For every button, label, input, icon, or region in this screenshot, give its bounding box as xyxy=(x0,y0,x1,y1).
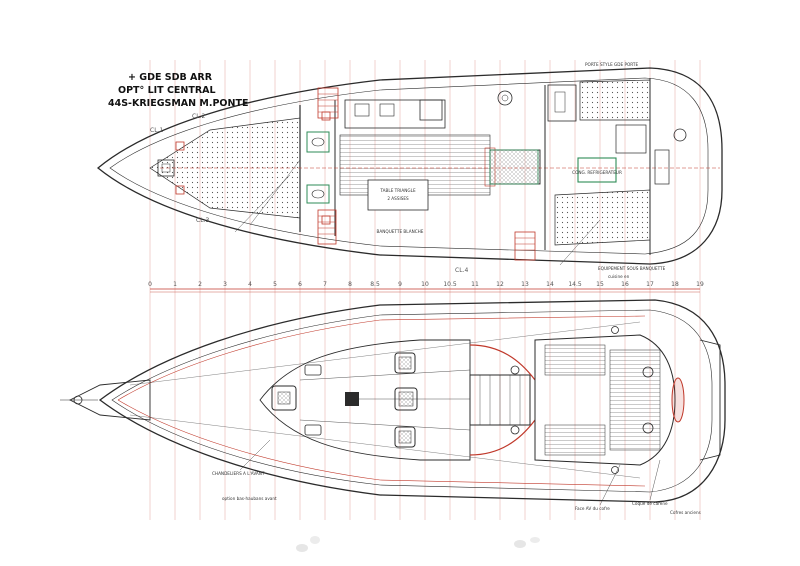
saloon-table xyxy=(367,179,429,211)
winches xyxy=(510,326,619,474)
station-label: 14 xyxy=(546,281,554,288)
station-label: 17 xyxy=(646,281,654,288)
fridge xyxy=(577,157,617,183)
deck-plan: option bas-haubans avant CHANDELIERS A L… xyxy=(60,299,726,515)
table-label: TABLE TRIANGLE xyxy=(379,188,416,193)
engine-box xyxy=(489,149,541,185)
deck-hull-outline xyxy=(98,299,726,503)
station-label: 1 xyxy=(173,281,177,288)
station-label: 13 xyxy=(521,281,529,288)
station-label: 6 xyxy=(298,281,302,288)
drawing-title: 44S-KRIEGSMAN M.PONTE OPT° LIT CENTRAL +… xyxy=(108,72,248,109)
galley-sink xyxy=(497,90,513,106)
deck-annotation-left2: CHANDELIERS A L'AVANT xyxy=(212,471,265,476)
aft-cabin-lower xyxy=(554,189,651,246)
station-label: 8 xyxy=(348,281,352,288)
station-label: 19 xyxy=(696,281,704,288)
station-label: 4 xyxy=(248,281,252,288)
fridge-label: CONG. REFRIGERATEUR xyxy=(572,170,622,175)
station-label: 10 xyxy=(421,281,429,288)
forward-heads xyxy=(306,131,330,153)
cl1-label: CL.1 xyxy=(150,127,163,134)
svg-text:OPT° LIT CENTRAL: OPT° LIT CENTRAL xyxy=(118,85,216,96)
svg-text:+ GDE SDB ARR: + GDE SDB ARR xyxy=(128,72,213,83)
station-label: 3 xyxy=(223,281,227,288)
station-label: 9 xyxy=(398,281,402,288)
aft-cabin-upper xyxy=(579,79,651,121)
galley-counter xyxy=(344,99,446,129)
station-label: 2 xyxy=(198,281,202,288)
station-label: 15 xyxy=(596,281,604,288)
cuisine-label: cuisine en xyxy=(608,274,630,279)
interior-hull-outline xyxy=(96,67,723,265)
cl4-label: CL.4 xyxy=(455,267,468,274)
station-label: 14.5 xyxy=(568,281,582,288)
station-label: 12 xyxy=(496,281,504,288)
station-label: 8.5 xyxy=(370,281,380,288)
station-label: 18 xyxy=(671,281,679,288)
seats-label: 2 ASSISES xyxy=(387,196,409,201)
cockpit xyxy=(534,334,676,466)
station-label: 10.5 xyxy=(443,281,457,288)
equipment-label: EQUIPEMENT SOUS BANQUETTE xyxy=(598,266,666,271)
bow-pulpit xyxy=(68,379,151,421)
deck-annotation-right: Coque de carene xyxy=(632,501,668,506)
cl3-label: CL.3 xyxy=(196,217,209,224)
svg-text:44S-KRIEGSMAN M.PONTE: 44S-KRIEGSMAN M.PONTE xyxy=(108,98,248,109)
mast xyxy=(345,392,359,406)
station-label: 0 xyxy=(148,281,152,288)
station-label: 16 xyxy=(621,281,629,288)
deck-hatches xyxy=(271,352,418,448)
deck-annotation-right2: Face AV du cofre xyxy=(575,506,610,511)
cl2-label: CL.2 xyxy=(192,113,205,120)
baseline xyxy=(150,288,700,293)
deck-annotation-right3: Cofres anciens xyxy=(670,510,701,515)
station-label: 11 xyxy=(471,281,479,288)
station-label: 5 xyxy=(273,281,277,288)
porte-label: PORTE STYLE GDE PORTE xyxy=(585,62,638,67)
lamp-label: BANQUETTE BLANCHE xyxy=(377,229,424,234)
steering-wheel xyxy=(671,377,685,423)
aft-heads-toilet xyxy=(673,128,687,142)
coachroof xyxy=(259,339,471,461)
interior-plan: TABLE TRIANGLE 2 ASSISES BANQUETTE BLANC… xyxy=(96,62,723,279)
station-label: 7 xyxy=(323,281,327,288)
scan-artifacts xyxy=(296,536,540,552)
deck-annotation-left: option bas-haubans avant xyxy=(222,496,277,501)
companionway-stairs xyxy=(317,87,536,261)
